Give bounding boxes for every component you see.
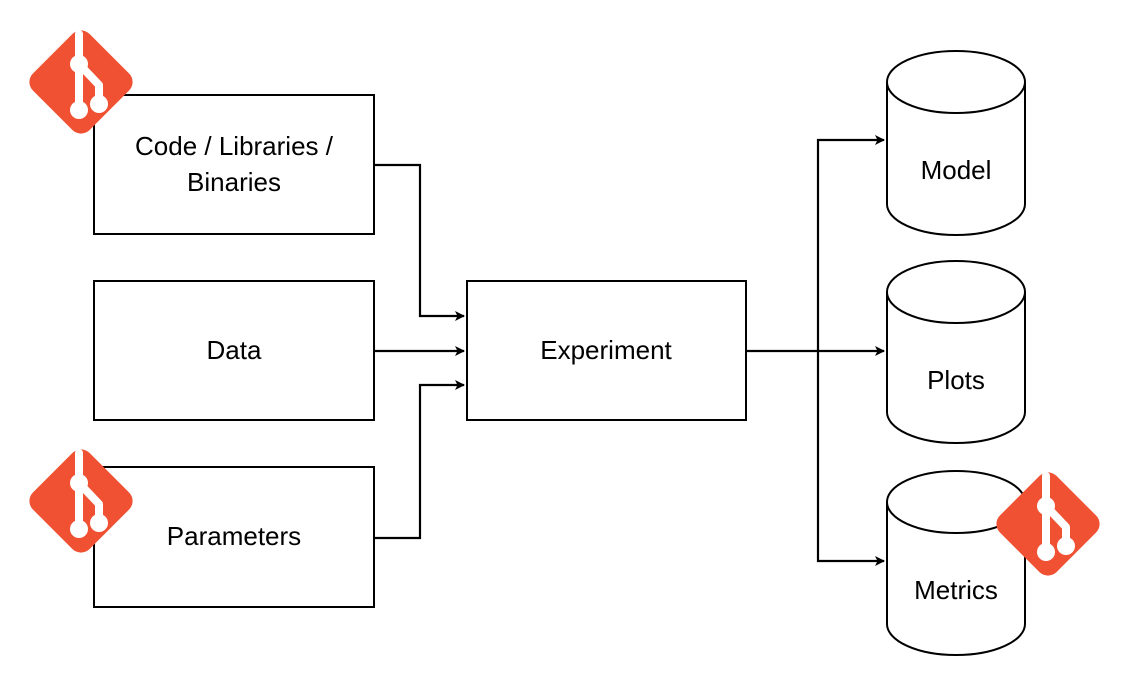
data-box: Data: [93, 280, 375, 421]
arrow-experiment-to-metrics: [816, 351, 885, 566]
connectors: [374, 135, 885, 566]
experiment-box: Experiment: [466, 280, 747, 421]
arrow-parameters-to-experiment: [374, 380, 465, 540]
parameters-box-label: Parameters: [167, 521, 301, 551]
code-libraries-binaries-box: Code / Libraries / Binaries: [93, 94, 375, 235]
metrics-label: Metrics: [914, 575, 998, 605]
data-box-label: Data: [207, 335, 262, 365]
code-box-label-line2: Binaries: [187, 167, 281, 197]
experiment-box-label: Experiment: [540, 335, 672, 365]
plots-cylinder: Plots: [886, 260, 1026, 444]
arrow-experiment-to-model: [816, 135, 885, 351]
metrics-cylinder: Metrics: [886, 470, 1026, 656]
model-cylinder: Model: [886, 50, 1026, 236]
arrow-code-to-experiment: [374, 163, 465, 321]
parameters-box: Parameters: [93, 466, 375, 608]
model-label: Model: [921, 155, 992, 185]
code-box-label-line1: Code / Libraries /: [135, 131, 334, 161]
plots-label: Plots: [927, 365, 985, 395]
